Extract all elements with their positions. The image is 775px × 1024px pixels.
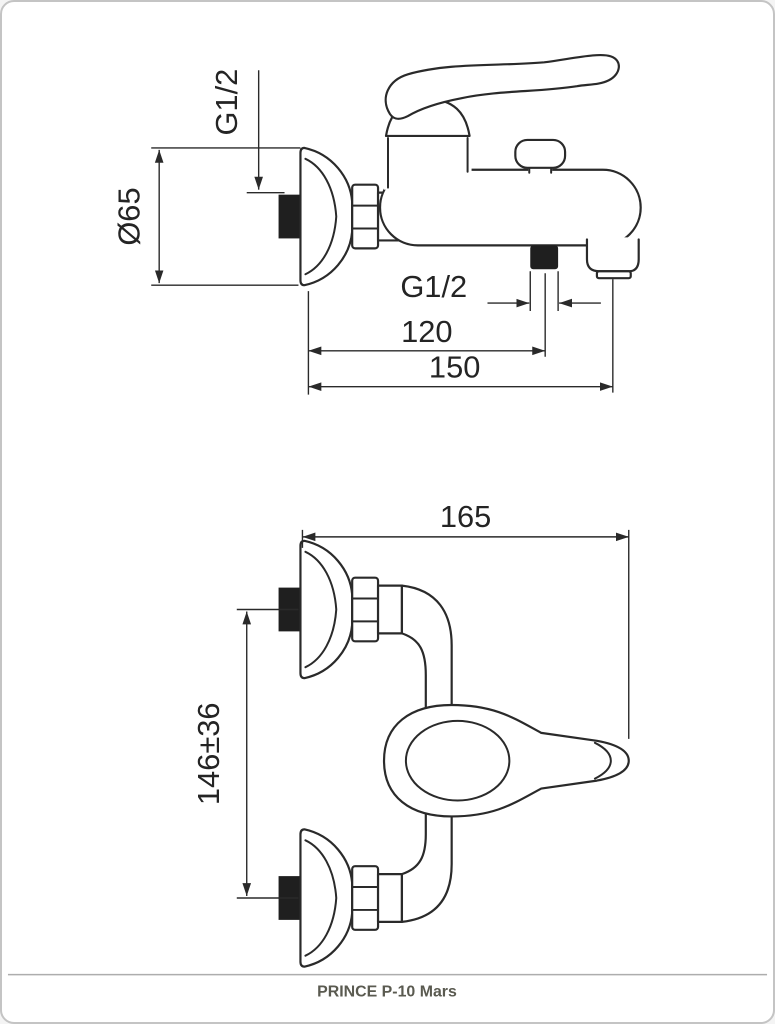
dim-label-inlet-thread: G1/2 [209,69,244,136]
extension-lines [236,608,299,899]
side-view: G1/2 Ø65 G1/2 120 150 [111,53,642,395]
lever-handle [384,53,620,120]
dim-label-depth: 165 [440,499,491,534]
diverter-knob [514,138,567,169]
dim-center-distance: 146±36 [191,608,299,899]
dim-inlet-thread: G1/2 [209,69,285,194]
dim-label-shower-thread: G1/2 [400,269,467,304]
dim-label-shower-offset: 120 [401,314,452,349]
lever-tip-contour [593,741,612,780]
handle-riser [387,136,469,189]
extension-lines [151,147,301,286]
dim-label-center-distance: 146±36 [191,702,226,805]
spout-fill [586,237,639,272]
handle-riser-fill [384,135,472,190]
dim-label-flange-diameter: Ø65 [111,187,146,245]
extension-lines [529,271,559,312]
spout-aerator [595,270,632,280]
front-view: 165 146±36 [191,499,630,968]
handle-dome-top [404,719,511,802]
footer: PRINCE P-10 Mars [7,973,768,1000]
body-top-profile [382,703,630,818]
dim-shower-thread: G1/2 [400,269,601,312]
dim-label-spout-offset: 150 [429,350,480,385]
dim-depth: 165 [301,499,630,739]
shower-outlet [530,245,559,270]
footer-title: PRINCE P-10 Mars [317,983,457,1000]
extension-lines [307,273,546,395]
dim-flange-diameter: Ø65 [111,147,301,286]
dim-shower-offset: 120 [307,273,546,395]
dim-spout-offset: 150 [308,279,614,393]
